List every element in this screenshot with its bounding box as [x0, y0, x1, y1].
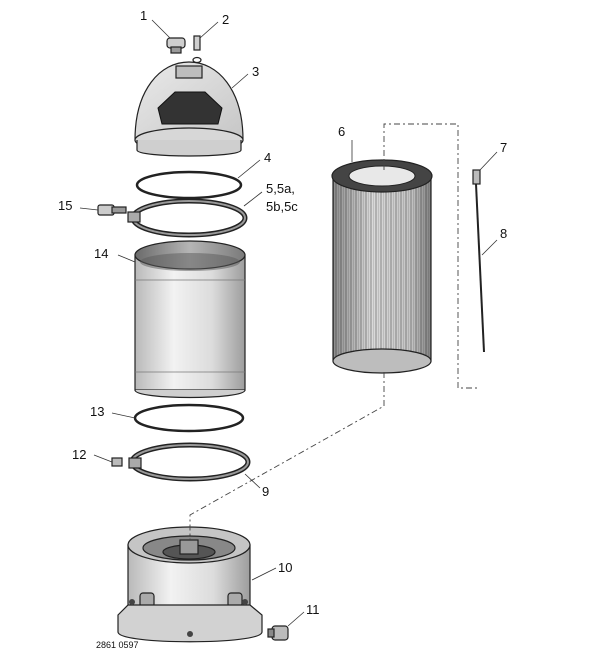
callout-9: 9: [262, 484, 269, 499]
tube-part: [192, 35, 202, 64]
callout-11: 11: [306, 602, 320, 617]
callout-5b: 5b,5c: [266, 199, 298, 214]
callout-5: 5,5a,: [266, 181, 295, 196]
upper-clamp-ring-part: [127, 198, 248, 238]
callout-6: 6: [338, 124, 345, 139]
air-relief-knob-part: [166, 37, 186, 54]
clamp-bolt-part: [97, 204, 127, 216]
callout-7: 7: [500, 140, 507, 155]
filter-lid-dome-part: [134, 61, 244, 157]
filter-base-part: [117, 526, 263, 643]
callout-10: 10: [278, 560, 292, 575]
tank-o-ring-part: [133, 403, 245, 433]
callout-labels: 1 2 3 4 5,5a, 5b,5c 6 7 8 9 10 11 12 13 …: [58, 8, 507, 650]
tank-shell-part: [134, 240, 246, 399]
clamp-nut-part: [111, 457, 123, 467]
air-tube-part: [472, 169, 485, 353]
callout-12: 12: [72, 447, 86, 462]
callout-2: 2: [222, 12, 229, 27]
filter-cartridge-part: [331, 159, 433, 374]
lid-o-ring-part: [135, 170, 243, 200]
leader-lines: [79, 19, 498, 627]
callout-1: 1: [140, 8, 147, 23]
callout-4: 4: [264, 150, 271, 165]
callout-15: 15: [58, 198, 72, 213]
callout-8: 8: [500, 226, 507, 241]
callout-13: 13: [90, 404, 104, 419]
lower-clamp-ring-part: [128, 442, 251, 482]
drawing-code: 2861 0597: [96, 640, 139, 650]
drain-plug-part: [267, 625, 289, 641]
callout-14: 14: [94, 246, 108, 261]
callout-3: 3: [252, 64, 259, 79]
assembly-center-lines: [189, 123, 478, 540]
